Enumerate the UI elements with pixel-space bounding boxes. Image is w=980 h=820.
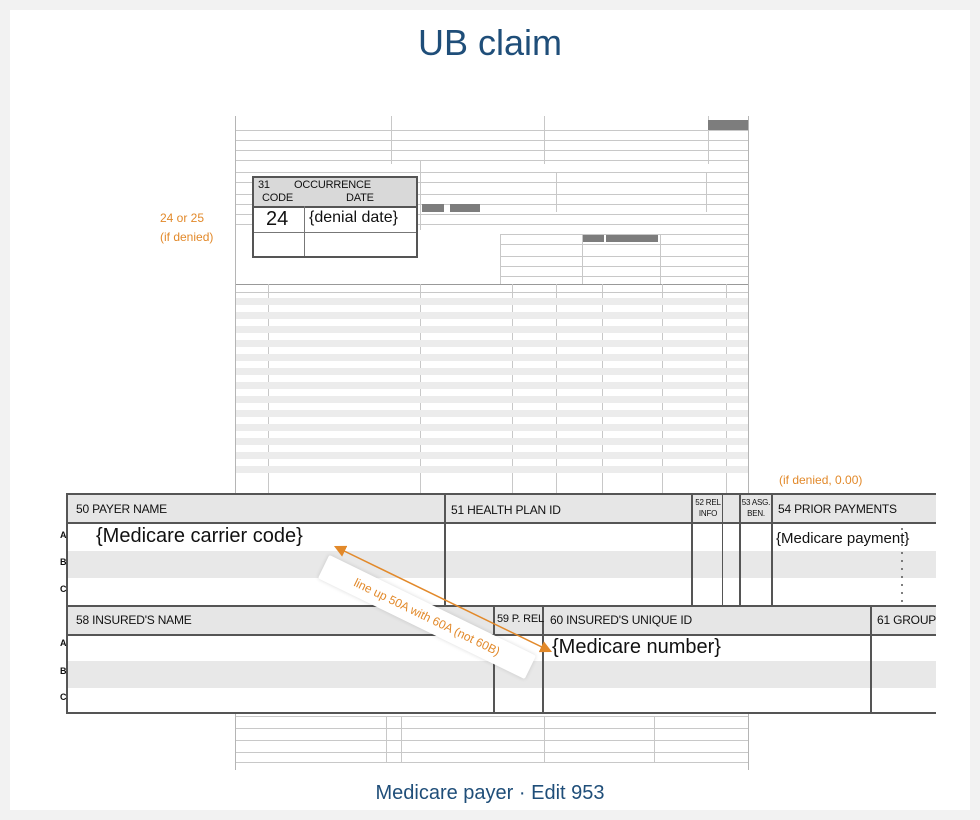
insured-unique-id-label: 60 INSURED'S UNIQUE ID (550, 613, 692, 627)
occurrence-date-value: {denial date} (309, 209, 398, 226)
occurrence-date-column: DATE (346, 192, 374, 204)
rel-info-label-1: 52 REL (695, 498, 721, 507)
insured-row-a: A (60, 638, 67, 648)
insured-row-b: B (60, 666, 67, 676)
prior-payments-label: 54 PRIOR PAYMENTS (778, 502, 897, 516)
occurrence-heading: OCCURRENCE (294, 179, 371, 191)
occurrence-column-divider (304, 206, 305, 256)
occurrence-row-divider (254, 232, 416, 233)
insured-name-label: 58 INSURED'S NAME (76, 613, 192, 627)
payer-row-c: C (60, 584, 67, 594)
asg-ben-label-2: BEN. (747, 509, 765, 518)
occurrence-code-column: CODE (262, 192, 293, 204)
insured-row-c: C (60, 692, 67, 702)
payer-row-a: A (60, 530, 67, 540)
insured-unique-id-value: {Medicare number} (552, 636, 721, 658)
rel-info-label-2: INFO (698, 509, 718, 518)
slide-footer: Medicare payer · Edit 953 (375, 782, 605, 804)
prior-payment-note: (if denied, 0.00) (779, 473, 863, 487)
occurrence-note-line2: (if denied) (160, 230, 214, 244)
payer-row-b: B (60, 557, 67, 567)
group-label: 61 GROUP (877, 613, 937, 627)
occurrence-code-box: 31 OCCURRENCE CODE DATE 24 {denial date} (252, 176, 418, 258)
payer-name-value: {Medicare carrier code} (96, 525, 303, 547)
health-plan-id-label: 51 HEALTH PLAN ID (451, 503, 561, 517)
line-up-arrow (333, 545, 553, 653)
occurrence-code-value: 24 (266, 208, 289, 230)
asg-ben-label-1: 53 ASG. (741, 498, 771, 507)
dotted-guide (901, 528, 903, 606)
occurrence-note-line1: 24 or 25 (160, 211, 205, 225)
prior-payment-value: {Medicare payment} (776, 530, 910, 547)
occurrence-number: 31 (258, 179, 270, 191)
payer-name-label: 50 PAYER NAME (76, 502, 167, 516)
occurrence-header (254, 178, 416, 208)
slide-title: UB claim (417, 22, 563, 63)
